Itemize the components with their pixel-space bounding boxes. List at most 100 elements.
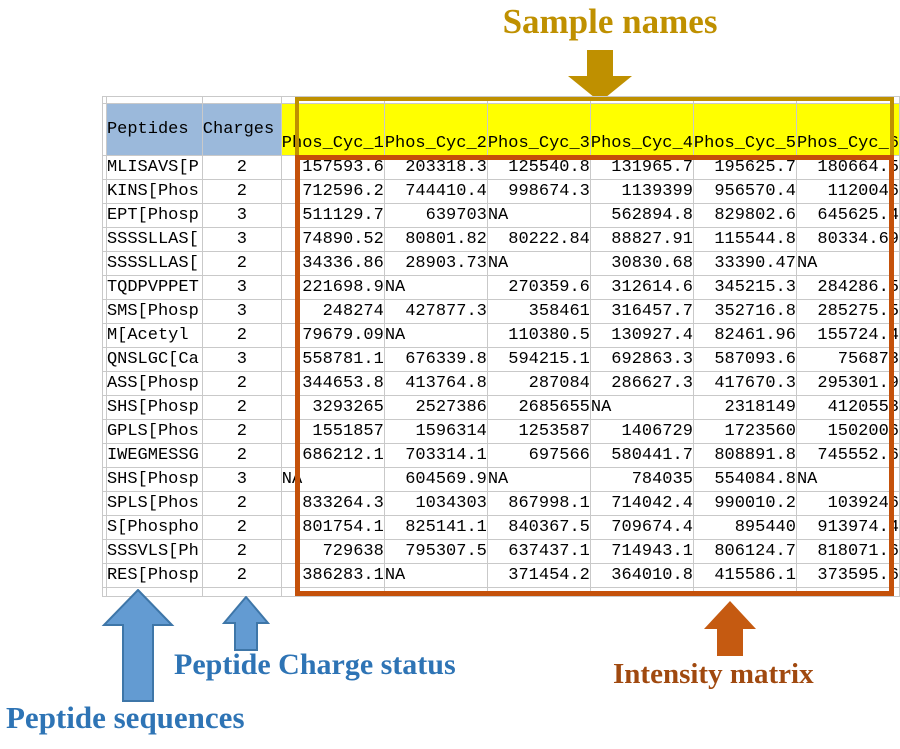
intensity-value-cell[interactable]: 115544.8: [692, 227, 797, 252]
intensity-value-cell[interactable]: 594215.1: [486, 347, 591, 372]
intensity-value-cell[interactable]: 840367.5: [486, 515, 591, 540]
intensity-value-cell[interactable]: 270359.6: [486, 275, 591, 300]
intensity-value-cell[interactable]: 344653.8: [280, 371, 385, 396]
sample-column-header[interactable]: Phos_Cyc_2: [383, 103, 488, 156]
intensity-value-cell[interactable]: 645625.4: [795, 203, 900, 228]
intensity-value-cell[interactable]: 415586.1: [692, 563, 797, 588]
intensity-value-cell[interactable]: 712596.2: [280, 179, 385, 204]
intensity-value-cell[interactable]: 28903.73: [383, 251, 488, 276]
intensity-value-cell[interactable]: 558781.1: [280, 347, 385, 372]
intensity-value-cell[interactable]: 998674.3: [486, 179, 591, 204]
intensity-value-cell[interactable]: 1039246: [795, 491, 900, 516]
intensity-value-cell[interactable]: 808891.8: [692, 443, 797, 468]
intensity-value-cell[interactable]: 34336.86: [280, 251, 385, 276]
peptide-cell[interactable]: SPLS[Phos: [105, 491, 203, 516]
charge-cell[interactable]: 3: [201, 275, 282, 300]
intensity-value-cell[interactable]: 33390.47: [692, 251, 797, 276]
intensity-value-cell[interactable]: 110380.5: [486, 323, 591, 348]
intensity-value-cell[interactable]: 676339.8: [383, 347, 488, 372]
charge-cell[interactable]: 2: [201, 371, 282, 396]
intensity-value-cell[interactable]: 714943.1: [589, 539, 694, 564]
peptide-cell[interactable]: SMS[Phosp: [105, 299, 203, 324]
charge-cell[interactable]: 3: [201, 467, 282, 492]
intensity-value-cell[interactable]: 806124.7: [692, 539, 797, 564]
sample-column-header[interactable]: Phos_Cyc_1: [280, 103, 385, 156]
intensity-value-cell[interactable]: 990010.2: [692, 491, 797, 516]
peptide-cell[interactable]: SSSVLS[Ph: [105, 539, 203, 564]
peptide-cell[interactable]: RES[Phosp: [105, 563, 203, 588]
intensity-value-cell[interactable]: 637437.1: [486, 539, 591, 564]
intensity-value-cell[interactable]: 352716.8: [692, 299, 797, 324]
intensity-value-cell[interactable]: 818071.6: [795, 539, 900, 564]
intensity-value-cell[interactable]: 3293265: [280, 395, 385, 420]
intensity-value-cell[interactable]: 373595.6: [795, 563, 900, 588]
intensity-value-cell[interactable]: 709674.4: [589, 515, 694, 540]
intensity-value-cell[interactable]: NA: [383, 563, 488, 588]
intensity-value-cell[interactable]: 714042.4: [589, 491, 694, 516]
charge-cell[interactable]: 2: [201, 443, 282, 468]
intensity-value-cell[interactable]: 88827.91: [589, 227, 694, 252]
intensity-value-cell[interactable]: 2685655: [486, 395, 591, 420]
intensity-value-cell[interactable]: 2318149: [692, 395, 797, 420]
peptide-cell[interactable]: IWEGMESSG: [105, 443, 203, 468]
intensity-value-cell[interactable]: 604569.9: [383, 467, 488, 492]
charge-cell[interactable]: 2: [201, 515, 282, 540]
intensity-value-cell[interactable]: 316457.7: [589, 299, 694, 324]
intensity-value-cell[interactable]: 386283.1: [280, 563, 385, 588]
sample-column-header[interactable]: Phos_Cyc_3: [486, 103, 591, 156]
charge-cell[interactable]: 2: [201, 251, 282, 276]
intensity-value-cell[interactable]: 703314.1: [383, 443, 488, 468]
intensity-value-cell[interactable]: 801754.1: [280, 515, 385, 540]
intensity-value-cell[interactable]: 312614.6: [589, 275, 694, 300]
peptide-cell[interactable]: M[Acetyl: [105, 323, 203, 348]
intensity-value-cell[interactable]: 80334.69: [795, 227, 900, 252]
sample-column-header[interactable]: Phos_Cyc_4: [589, 103, 694, 156]
intensity-value-cell[interactable]: 284286.5: [795, 275, 900, 300]
intensity-value-cell[interactable]: 833264.3: [280, 491, 385, 516]
intensity-value-cell[interactable]: 2527386: [383, 395, 488, 420]
intensity-value-cell[interactable]: 180664.5: [795, 155, 900, 180]
charges-column-header[interactable]: Charges: [201, 103, 282, 156]
intensity-value-cell[interactable]: 1502006: [795, 419, 900, 444]
intensity-value-cell[interactable]: 1551857: [280, 419, 385, 444]
intensity-value-cell[interactable]: 511129.7: [280, 203, 385, 228]
intensity-value-cell[interactable]: 130927.4: [589, 323, 694, 348]
intensity-value-cell[interactable]: 1406729: [589, 419, 694, 444]
intensity-value-cell[interactable]: 692863.3: [589, 347, 694, 372]
intensity-value-cell[interactable]: 686212.1: [280, 443, 385, 468]
peptide-cell[interactable]: SSSSLLAS[: [105, 251, 203, 276]
intensity-value-cell[interactable]: 286627.3: [589, 371, 694, 396]
intensity-value-cell[interactable]: 345215.3: [692, 275, 797, 300]
peptide-cell[interactable]: QNSLGC[Ca: [105, 347, 203, 372]
intensity-value-cell[interactable]: 1034303: [383, 491, 488, 516]
intensity-value-cell[interactable]: 913974.4: [795, 515, 900, 540]
intensity-value-cell[interactable]: 413764.8: [383, 371, 488, 396]
intensity-value-cell[interactable]: 295301.9: [795, 371, 900, 396]
charge-cell[interactable]: 2: [201, 539, 282, 564]
intensity-value-cell[interactable]: 203318.3: [383, 155, 488, 180]
charge-cell[interactable]: 2: [201, 155, 282, 180]
charge-cell[interactable]: 2: [201, 323, 282, 348]
intensity-value-cell[interactable]: 697566: [486, 443, 591, 468]
peptide-cell[interactable]: S[Phospho: [105, 515, 203, 540]
peptide-cell[interactable]: SHS[Phosp: [105, 395, 203, 420]
charge-cell[interactable]: 2: [201, 419, 282, 444]
intensity-value-cell[interactable]: 895440: [692, 515, 797, 540]
charge-cell[interactable]: 2: [201, 563, 282, 588]
intensity-value-cell[interactable]: 784035: [589, 467, 694, 492]
intensity-value-cell[interactable]: 745552.6: [795, 443, 900, 468]
intensity-value-cell[interactable]: 795307.5: [383, 539, 488, 564]
intensity-value-cell[interactable]: 554084.8: [692, 467, 797, 492]
intensity-value-cell[interactable]: 80222.84: [486, 227, 591, 252]
intensity-value-cell[interactable]: 427877.3: [383, 299, 488, 324]
intensity-value-cell[interactable]: NA: [486, 467, 591, 492]
intensity-value-cell[interactable]: NA: [486, 203, 591, 228]
peptide-cell[interactable]: TQDPVPPET: [105, 275, 203, 300]
intensity-value-cell[interactable]: 756873: [795, 347, 900, 372]
intensity-value-cell[interactable]: NA: [795, 467, 900, 492]
intensity-value-cell[interactable]: 587093.6: [692, 347, 797, 372]
charge-cell[interactable]: 3: [201, 203, 282, 228]
sample-column-header[interactable]: Phos_Cyc_6: [795, 103, 900, 156]
intensity-value-cell[interactable]: 358461: [486, 299, 591, 324]
charge-cell[interactable]: 2: [201, 491, 282, 516]
